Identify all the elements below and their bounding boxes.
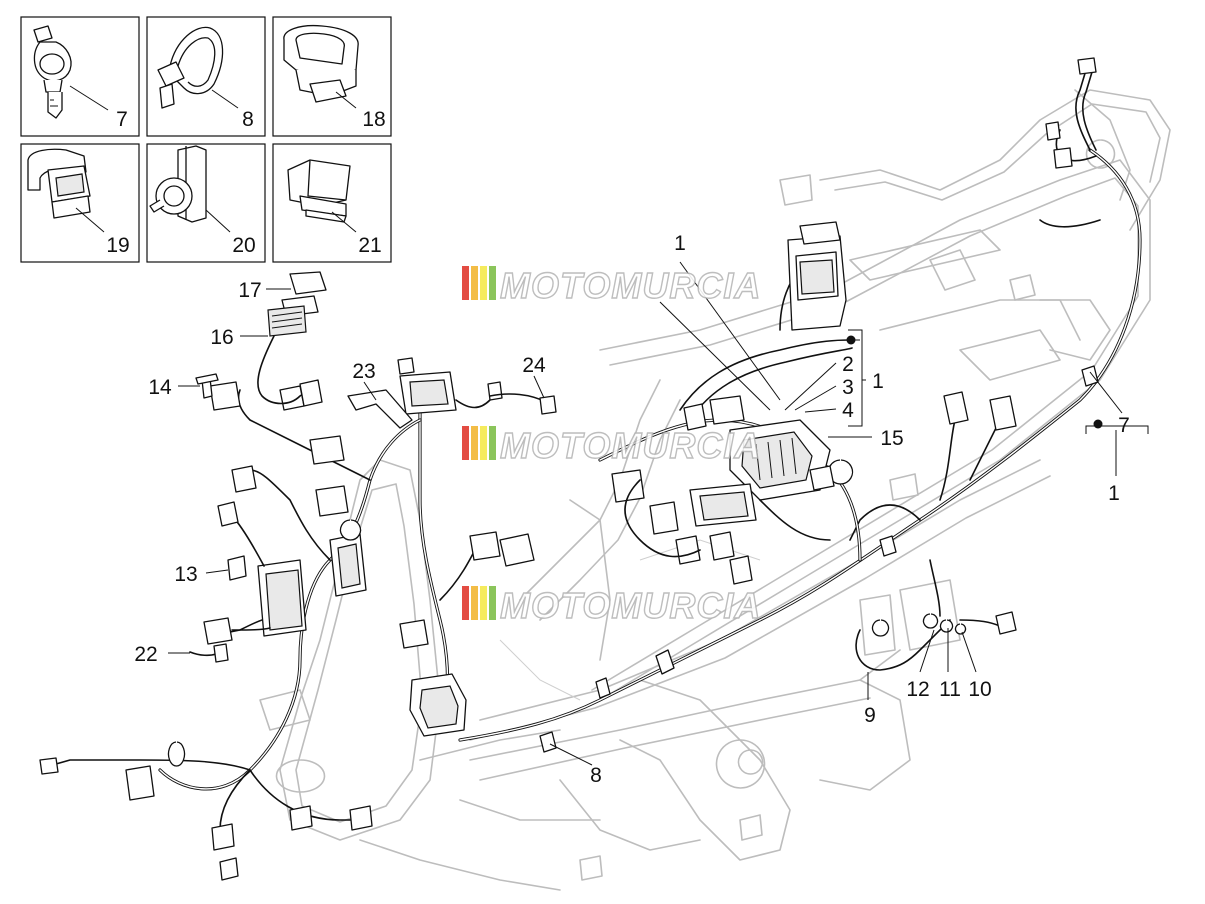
callout-2: 2 (842, 353, 854, 376)
callout-8-bottom: 8 (590, 764, 602, 787)
watermark-stripe-orange (471, 266, 478, 300)
watermark-text: MOTOMURCIA (500, 265, 761, 306)
callout-numbers: 7 8 18 19 20 21 17 16 14 23 24 13 22 1 2… (106, 108, 1130, 787)
watermark-stripe-orange (471, 426, 478, 460)
callout-22: 22 (134, 643, 157, 666)
watermark-stripe-green (489, 426, 496, 460)
bullet-dot-top (846, 335, 856, 345)
cable-tie-icon (157, 26, 239, 109)
callout-12: 12 (906, 678, 929, 701)
callout-23: 23 (352, 360, 375, 383)
watermark-stripe-orange (471, 586, 478, 620)
watermark-bottom: MOTOMURCIA (462, 584, 761, 627)
push-clip-icon (33, 25, 109, 119)
callout-1-bracket: 1 (872, 370, 884, 393)
bullet-dot-right (1093, 419, 1103, 429)
callout-11: 11 (939, 678, 961, 701)
callout-15: 15 (880, 427, 903, 450)
watermark-stripe-red (462, 586, 469, 620)
watermark-stripe-red (462, 266, 469, 300)
callout-13: 13 (174, 563, 197, 586)
callout-8-inset: 8 (242, 108, 254, 131)
callout-1-bottom: 1 (1108, 482, 1120, 505)
callout-4: 4 (842, 399, 854, 422)
callout-16: 16 (210, 326, 233, 349)
leader-lines (168, 261, 1149, 766)
callout-19: 19 (106, 234, 129, 257)
callout-7-right: 7 (1118, 414, 1130, 437)
watermark-stripe-green (489, 586, 496, 620)
watermark-text: MOTOMURCIA (500, 425, 761, 466)
connector-holder-icon (149, 145, 231, 233)
callout-7-inset: 7 (116, 108, 128, 131)
watermark-stripe-yellow (480, 266, 487, 300)
watermark-stripe-green (489, 266, 496, 300)
callout-20: 20 (232, 234, 255, 257)
watermark-text: MOTOMURCIA (500, 585, 761, 626)
callout-14: 14 (148, 376, 172, 399)
clip-base-icon (287, 159, 357, 233)
harness-clamp-icon (283, 24, 359, 109)
inset-grid (20, 16, 392, 263)
callout-17: 17 (238, 279, 261, 302)
watermark-middle: MOTOMURCIA (462, 424, 761, 467)
watermark-stripe-red (462, 426, 469, 460)
watermark-stripe-yellow (480, 426, 487, 460)
callout-9: 9 (864, 704, 876, 727)
double-clip-icon (27, 148, 105, 233)
callout-21: 21 (358, 234, 381, 257)
callout-10: 10 (968, 678, 991, 701)
watermark-group: MOTOMURCIA MOTOMURCIA MOTOMURCIA (462, 264, 761, 627)
callout-1-top: 1 (674, 232, 686, 255)
callout-3: 3 (842, 376, 854, 399)
callout-18: 18 (362, 108, 385, 131)
watermark-stripe-yellow (480, 586, 487, 620)
callout-24: 24 (522, 354, 546, 377)
wiring-harness (39, 57, 1142, 881)
watermark-top: MOTOMURCIA (462, 264, 761, 307)
